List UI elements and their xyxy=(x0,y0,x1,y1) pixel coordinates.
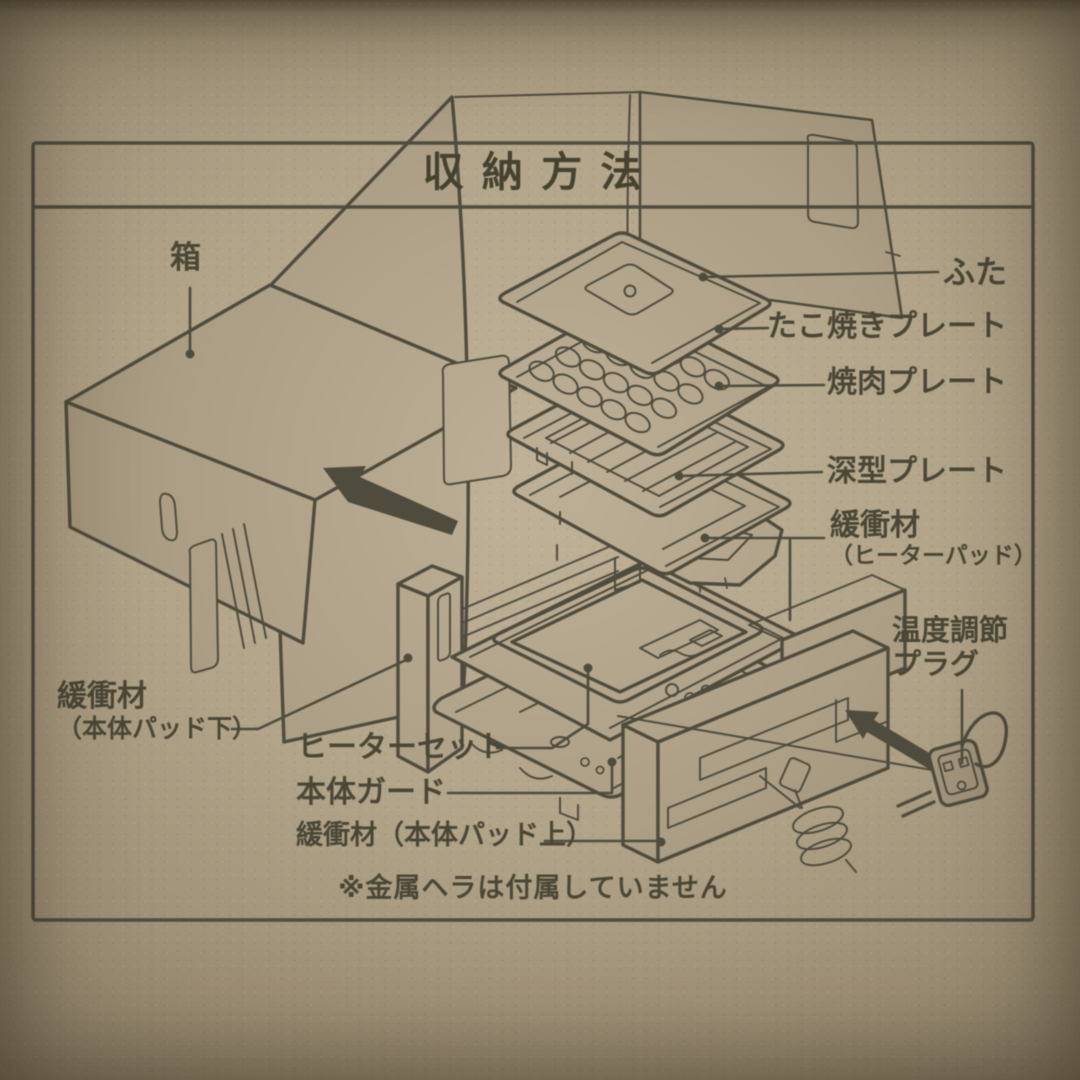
label-cushion-heater-pad-line2: （ヒーターパッド） xyxy=(830,543,1037,570)
label-temperature-plug-line2: プラグ xyxy=(892,647,980,682)
leader-lines xyxy=(185,270,964,847)
label-lid: ふた xyxy=(942,253,1007,291)
label-cushion-heater-pad-line1: 緩衝材 xyxy=(830,508,920,543)
takoyaki-plate-drawing xyxy=(498,301,780,475)
label-cushion-body-pad-lower-line2: （本体パッド下） xyxy=(57,714,258,744)
label-temperature-plug-line1: 温度調節 xyxy=(892,613,1009,647)
label-cushion-body-pad-lower-line1: 緩衝材 xyxy=(57,679,147,714)
packing-arrow-2 xyxy=(845,710,941,772)
takoyaki-dimples xyxy=(528,317,730,434)
label-heater-set: ヒーターセット xyxy=(297,730,507,765)
temperature-plug-drawing xyxy=(617,711,1008,873)
label-box: 箱 xyxy=(170,240,201,276)
label-body-guard: 本体ガード xyxy=(296,775,446,810)
note-metal-spatula: ※金属ヘラは付属していません xyxy=(338,873,728,904)
coiled-cord xyxy=(759,775,857,873)
diagram-frame xyxy=(31,141,1035,922)
label-yakiniku-plate: 焼肉プレート xyxy=(827,365,1007,400)
label-cushion-body-pad-lower: 緩衝材 （本体パッド下） xyxy=(57,679,257,744)
label-temperature-plug: 温度調節 プラグ xyxy=(892,613,1008,681)
cushion-body-pad-upper-drawing xyxy=(621,574,941,864)
diagram-title: 収 納 方 法 xyxy=(422,148,644,196)
label-cushion-body-pad-upper: 緩衝材（本体パッド上） xyxy=(296,820,593,851)
label-deep-plate: 深型プレート xyxy=(827,454,1007,489)
label-cushion-heater-pad: 緩衝材 （ヒーターパッド） xyxy=(830,508,1037,571)
label-takoyaki-plate: たこ焼きプレート xyxy=(767,309,1007,344)
lid-drawing xyxy=(498,231,772,376)
packing-arrow xyxy=(323,466,458,535)
cushion-body-pad-lower-drawing xyxy=(396,564,464,774)
